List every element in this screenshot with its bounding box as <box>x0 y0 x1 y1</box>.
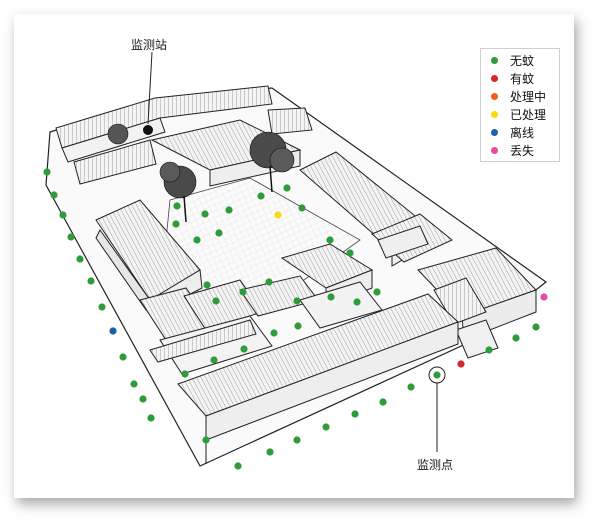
sensor-point-no-mosquito[interactable] <box>119 353 127 361</box>
sensor-point-no-mosquito[interactable] <box>225 206 233 214</box>
sensor-point-no-mosquito[interactable] <box>172 220 180 228</box>
tree-icon <box>107 123 295 223</box>
middle-buildings <box>239 243 383 329</box>
sensor-point-offline[interactable] <box>109 327 117 335</box>
sensor-point-no-mosquito[interactable] <box>326 236 334 244</box>
east-buildings <box>299 151 453 267</box>
sensor-point-no-mosquito[interactable] <box>298 204 306 212</box>
sensor-point-no-mosquito[interactable] <box>293 436 301 444</box>
legend-label: 丢失 <box>510 143 535 158</box>
sensor-point-no-mosquito[interactable] <box>67 233 75 241</box>
monitoring-point-callout[interactable] <box>428 366 446 452</box>
sensor-point-no-mosquito[interactable] <box>193 236 201 244</box>
sensor-point-no-mosquito[interactable] <box>181 370 189 378</box>
sensor-point-no-mosquito[interactable] <box>139 395 147 403</box>
sensor-point-no-mosquito[interactable] <box>512 334 520 342</box>
legend-item-processed: 已处理 <box>491 107 547 122</box>
sensor-point-lost[interactable] <box>540 293 548 301</box>
sensor-point-no-mosquito[interactable] <box>50 191 58 199</box>
sensor-point-no-mosquito[interactable] <box>212 297 220 305</box>
legend-item-processing: 处理中 <box>491 89 547 104</box>
legend: 无蚊 有蚊 处理中 已处理 离线 丢失 <box>480 48 560 162</box>
sensor-point-no-mosquito[interactable] <box>265 278 273 286</box>
sensor-point-no-mosquito[interactable] <box>87 277 95 285</box>
sensor-point-no-mosquito[interactable] <box>532 323 540 331</box>
sensor-point-no-mosquito[interactable] <box>98 303 106 311</box>
sensor-point-no-mosquito[interactable] <box>240 345 248 353</box>
monitoring-station-marker[interactable] <box>143 51 153 135</box>
sensor-point-no-mosquito[interactable] <box>203 281 211 289</box>
sensor-point-no-mosquito[interactable] <box>270 329 278 337</box>
southeast-buildings <box>417 247 537 359</box>
legend-dot <box>491 110 498 118</box>
legend-dot <box>491 128 498 136</box>
sensor-point-processed[interactable] <box>274 211 282 219</box>
sensor-point-no-mosquito[interactable] <box>485 346 493 354</box>
sensor-point-no-mosquito[interactable] <box>215 229 223 237</box>
sensor-point-no-mosquito[interactable] <box>130 380 138 388</box>
legend-dot <box>491 56 498 64</box>
sensor-point-no-mosquito[interactable] <box>293 297 301 305</box>
sensor-point-no-mosquito[interactable] <box>283 184 291 192</box>
legend-item-offline: 离线 <box>491 125 535 140</box>
monitoring-station-label: 监测站 <box>131 38 168 52</box>
legend-dot <box>491 74 498 82</box>
south-buildings <box>149 293 459 464</box>
sensor-point-no-mosquito[interactable] <box>239 288 247 296</box>
legend-label: 处理中 <box>510 89 547 104</box>
sensor-point-no-mosquito[interactable] <box>43 168 51 176</box>
sensor-point-no-mosquito[interactable] <box>59 211 67 219</box>
sensor-point-no-mosquito[interactable] <box>266 448 274 456</box>
sensor-point-no-mosquito[interactable] <box>202 436 210 444</box>
legend-label: 有蚊 <box>510 71 535 86</box>
sensor-point-no-mosquito[interactable] <box>327 293 335 301</box>
legend-label: 无蚊 <box>510 53 535 68</box>
sensor-points <box>43 168 548 470</box>
sensor-point-no-mosquito[interactable] <box>407 383 415 391</box>
legend-dot <box>491 92 498 100</box>
sensor-point-no-mosquito[interactable] <box>346 249 354 257</box>
legend-item-no-mosquito: 无蚊 <box>491 53 535 68</box>
sensor-point-no-mosquito[interactable] <box>234 462 242 470</box>
legend-item-lost: 丢失 <box>491 143 535 158</box>
sensor-point-no-mosquito[interactable] <box>76 255 84 263</box>
sensor-point-no-mosquito[interactable] <box>373 288 381 296</box>
sensor-point-mosquito[interactable] <box>457 360 465 368</box>
sensor-point-no-mosquito[interactable] <box>433 371 441 379</box>
sensor-point-no-mosquito[interactable] <box>147 414 155 422</box>
sensor-point-no-mosquito[interactable] <box>379 398 387 406</box>
legend-label: 已处理 <box>510 107 547 122</box>
sensor-point-no-mosquito[interactable] <box>351 410 359 418</box>
sensor-point-no-mosquito[interactable] <box>201 210 209 218</box>
monitoring-point-label: 监测点 <box>417 458 454 472</box>
sensor-point-no-mosquito[interactable] <box>353 298 361 306</box>
legend-item-mosquito: 有蚊 <box>491 71 535 86</box>
sensor-point-no-mosquito[interactable] <box>173 202 181 210</box>
sensor-point-no-mosquito[interactable] <box>210 356 218 364</box>
sensor-point-no-mosquito[interactable] <box>257 192 265 200</box>
sensor-point-no-mosquito[interactable] <box>322 423 330 431</box>
legend-label: 离线 <box>510 125 535 140</box>
sensor-point-no-mosquito[interactable] <box>294 322 302 330</box>
legend-dot <box>491 146 498 154</box>
